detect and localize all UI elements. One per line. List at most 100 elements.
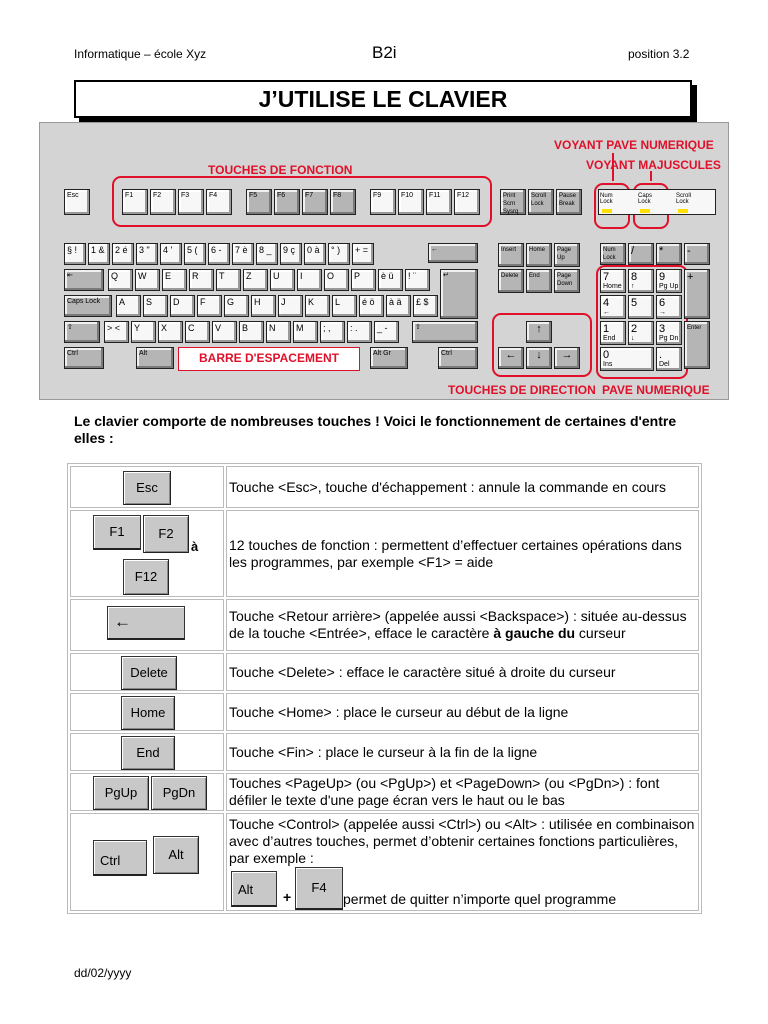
key-num-div: / — [628, 243, 654, 265]
row-home-text: Touche <Home> : place le curseur au débu… — [226, 693, 699, 731]
key-alt: Alt — [136, 347, 174, 369]
key-row1-11: ° ) — [328, 243, 350, 265]
header-center: B2i — [372, 43, 397, 62]
key-num-mul: * — [656, 243, 682, 265]
key-altgr: Alt Gr — [370, 347, 408, 369]
capslock-led — [640, 209, 650, 213]
key-f12: F12 — [454, 189, 480, 215]
key-row2-0: Q — [108, 269, 133, 291]
table-row-ctrl-alt: Ctrl Alt Touche <Control> (appelée aussi… — [70, 813, 699, 911]
row-end-text: Touche <Fin> : place le curseur à la fin… — [226, 733, 699, 771]
key-home: Home — [526, 243, 552, 267]
backspace-key-image: ← — [107, 606, 185, 640]
key-arrow-left: ← — [498, 347, 524, 369]
key-row1-10: 0 à — [304, 243, 326, 265]
key-row4-7: M — [293, 321, 318, 343]
esc-key-image: Esc — [123, 471, 171, 505]
alt-key-image: Alt — [153, 836, 199, 874]
key-row3-8: L — [332, 295, 357, 317]
ctrl-key-image: Ctrl — [93, 840, 147, 876]
key-row1-6: 6 - — [208, 243, 230, 265]
key-row2-6: U — [270, 269, 295, 291]
key-row3-10: à ä — [386, 295, 411, 317]
key-tab: ⇤ — [64, 269, 104, 291]
table-row-esc: Esc Touche <Esc>, touche d'échappement :… — [70, 466, 699, 508]
label-arrow-keys: TOUCHES DE DIRECTION — [448, 383, 596, 397]
led-panel — [598, 189, 716, 215]
key-backspace: ← — [428, 243, 478, 263]
key-f4: F4 — [206, 189, 232, 215]
key-f6: F6 — [274, 189, 300, 215]
key-scroll: Scroll Lock — [528, 189, 554, 215]
key-f2: F2 — [150, 189, 176, 215]
header-left: Informatique – école Xyz — [74, 47, 207, 61]
row-pageup-text: Touches <PageUp> (ou <PgUp>) et <PageDow… — [226, 773, 699, 811]
key-f7: F7 — [302, 189, 328, 215]
key-f3: F3 — [178, 189, 204, 215]
key-row2-8: O — [324, 269, 349, 291]
key-row4-2: X — [158, 321, 183, 343]
function-keys-box — [112, 176, 492, 227]
pgdn-key-image: PgDn — [151, 776, 207, 810]
combo-f4-key: F4 — [295, 866, 343, 910]
key-row4-3: C — [185, 321, 210, 343]
key-row3-4: G — [224, 295, 249, 317]
key-shift-left: ⇧ — [64, 321, 100, 343]
key-space: BARRE D'ESPACEMENT — [178, 347, 360, 371]
table-row-backspace: ← Touche <Retour arrière> (appelée aussi… — [70, 599, 699, 651]
key-ctrl-right: Ctrl — [438, 347, 478, 369]
key-arrow-up: ↑ — [526, 321, 552, 343]
led-scroll-label: Scroll Lock — [676, 193, 692, 205]
key-pause: Pause Break — [556, 189, 582, 215]
key-row1-5: 5 ( — [184, 243, 206, 265]
row-ctrl-text: Touche <Control> (appelée aussi <Ctrl>) … — [226, 813, 699, 911]
key-f11: F11 — [426, 189, 452, 215]
footer-date: dd/02/yyyy — [74, 966, 132, 980]
key-num-6: 6→ — [656, 295, 682, 319]
led-caps-label: Caps Lock — [638, 193, 653, 205]
key-row4-1: Y — [131, 321, 156, 343]
key-row1-12: + = — [352, 243, 374, 265]
key-row1-1: 1 & — [88, 243, 110, 265]
key-num-minus: - — [684, 243, 710, 265]
key-row4-6: N — [266, 321, 291, 343]
key-row3-3: F — [197, 295, 222, 317]
key-arrow-down: ↓ — [526, 347, 552, 369]
key-row2-1: W — [135, 269, 160, 291]
range-separator: à — [191, 539, 199, 554]
f2-key-image: F2 — [143, 515, 189, 553]
key-num-2: 2↓ — [628, 321, 654, 345]
key-row3-11: £ $ — [413, 295, 438, 317]
end-key-image: End — [121, 736, 175, 770]
key-row1-3: 3 " — [136, 243, 158, 265]
numlock-led — [602, 209, 612, 213]
f12-key-image: F12 — [123, 559, 169, 595]
table-row-pageup-pagedown: PgUp PgDn Touches <PageUp> (ou <PgUp>) e… — [70, 773, 699, 811]
key-row4-10: _ - — [374, 321, 399, 343]
delete-key-image: Delete — [121, 656, 177, 690]
row-fkeys-text: 12 touches de fonction : permettent d’ef… — [226, 510, 699, 597]
key-row4-9: : . — [347, 321, 372, 343]
key-shift-right: ⇧ — [412, 321, 478, 343]
key-row3-1: S — [143, 295, 168, 317]
key-row1-2: 2 é — [112, 243, 134, 265]
key-row3-5: H — [251, 295, 276, 317]
key-row1-4: 4 ' — [160, 243, 182, 265]
label-numpad: PAVE NUMERIQUE — [602, 383, 710, 397]
header-right: position 3.2 — [628, 47, 690, 61]
key-enter: ↵ — [440, 269, 478, 319]
keys-table: Esc Touche <Esc>, touche d'échappement :… — [67, 463, 702, 914]
row-esc-text: Touche <Esc>, touche d'échappement : ann… — [226, 466, 699, 508]
key-numlock: Num Lock — [600, 243, 626, 265]
table-row-home: Home Touche <Home> : place le curseur au… — [70, 693, 699, 731]
home-key-image: Home — [121, 696, 175, 730]
key-pagedown: Page Down — [554, 269, 580, 293]
key-arrow-right: → — [554, 347, 580, 369]
key-num-dot: .Del — [656, 347, 682, 371]
key-row1-8: 8 _ — [256, 243, 278, 265]
key-row4-8: ; , — [320, 321, 345, 343]
key-row4-0: > < — [104, 321, 129, 343]
key-end: End — [526, 269, 552, 293]
